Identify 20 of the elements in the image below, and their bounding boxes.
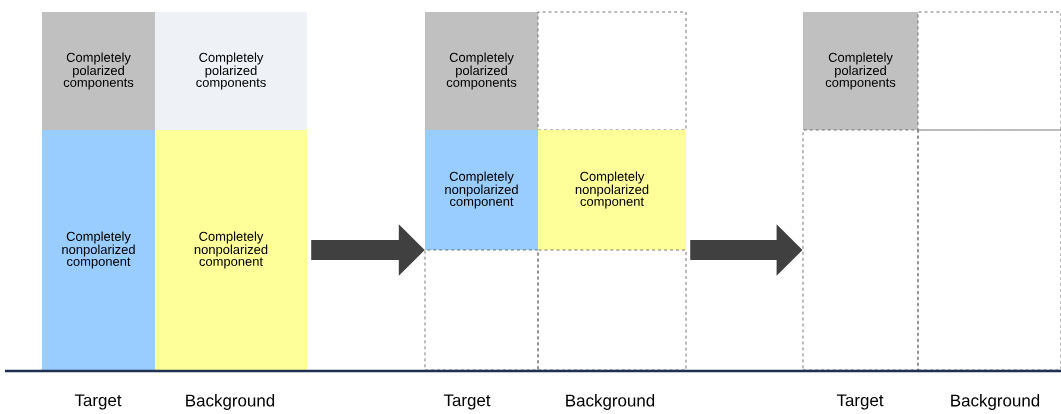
- component-block: Completely polarized components: [425, 12, 538, 130]
- axis-label: Background: [186, 394, 275, 410]
- component-block: Completely nonpolarized component: [155, 130, 307, 370]
- dashed-box: [917, 11, 1061, 131]
- axis-label: Target: [74, 394, 122, 410]
- component-block: Completely nonpolarized component: [538, 130, 686, 250]
- axis-label: Background: [566, 394, 655, 410]
- dashed-box: [537, 11, 687, 131]
- component-block: Completely polarized components: [155, 12, 307, 130]
- component-block: Completely nonpolarized component: [425, 130, 538, 250]
- dashed-box: [424, 249, 539, 371]
- axis-label: Target: [836, 394, 884, 410]
- component-block: Completely polarized components: [42, 12, 155, 130]
- component-block: Completely polarized components: [803, 12, 918, 130]
- dashed-box: [802, 129, 919, 371]
- axis-label: Target: [443, 394, 491, 410]
- dashed-box: [537, 249, 687, 371]
- axis-label: Background: [951, 394, 1040, 410]
- component-block: Completely nonpolarized component: [42, 130, 155, 370]
- dashed-box: [917, 129, 1061, 371]
